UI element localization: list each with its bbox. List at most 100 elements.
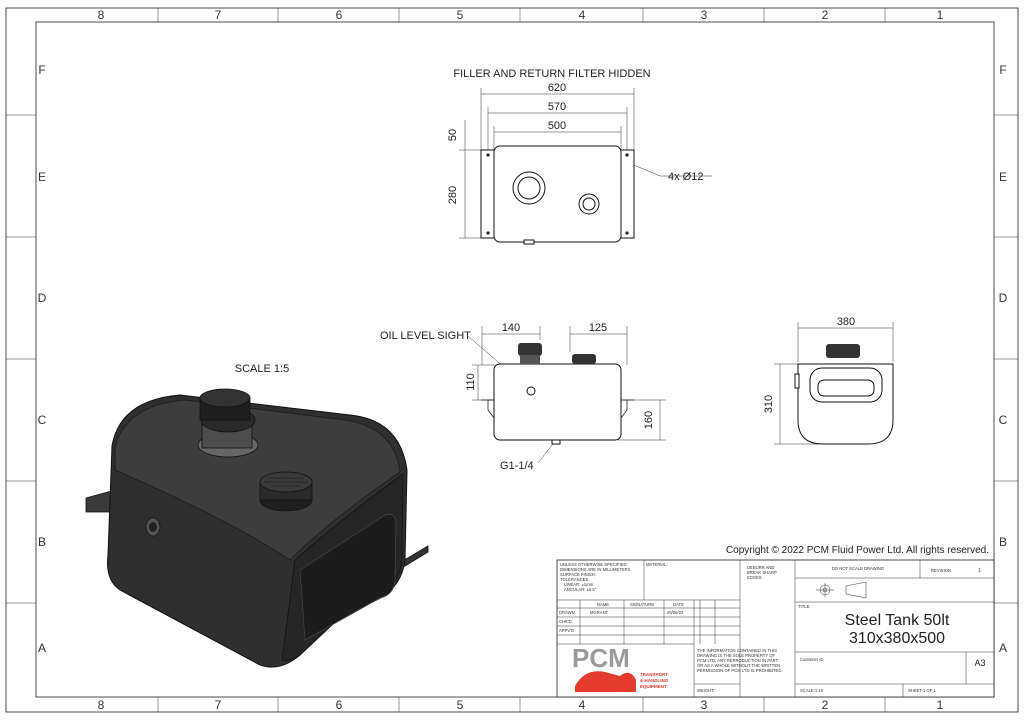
label-oil-level-sight: OIL LEVEL SIGHT	[380, 330, 471, 342]
zone-col-2: 2	[822, 8, 829, 22]
notice-line3: PCM LTD. ANY REPRODUCTION IN PART	[697, 658, 779, 663]
logo-sub3: EQUIPMENT	[640, 684, 667, 689]
zone-col-4-bottom: 4	[579, 698, 586, 712]
header-date: DATE	[673, 602, 684, 607]
zone-labels-top: 8 7 6 5 4 3 2 1	[98, 8, 944, 22]
zone-row-e: E	[38, 170, 46, 184]
zone-col-6-bottom: 6	[336, 698, 343, 712]
front-view: 140 125 110 160 OIL LEVEL SIGHT G1-1/4	[380, 322, 666, 472]
zone-col-7-bottom: 7	[215, 698, 222, 712]
dim-overall-width: 620	[548, 82, 566, 94]
iso-scale-label: SCALE 1:5	[235, 363, 289, 375]
title-label: TITLE:	[798, 604, 811, 609]
dim-body-length: 500	[548, 120, 566, 132]
scale-label: SCALE:1:10	[800, 688, 824, 693]
title-block: UNLESS OTHERWISE SPECIFIED: DIMENSIONS A…	[556, 559, 995, 698]
zone-col-4: 4	[579, 8, 586, 22]
side-filler-cap	[826, 344, 860, 358]
note-surface: SURFACE FINISH:	[560, 572, 596, 577]
dim-side-height: 310	[763, 395, 775, 413]
zone-labels-left: F E D C B A	[38, 63, 47, 655]
zone-col-3: 3	[701, 8, 708, 22]
note-angular: ANGULAR: ±0.5°	[564, 587, 597, 592]
drawing-title-line1: Steel Tank 50lt	[845, 612, 950, 629]
note-dimensions: DIMENSIONS ARE IN MILLIMETERS	[560, 567, 631, 572]
dim-side-width: 380	[837, 316, 855, 328]
logo-sub1: TRANSPORT	[640, 672, 668, 677]
logo-sub2: & HANDLING	[640, 678, 669, 683]
zone-labels-bottom: 8 7 6 5 4 3 2 1	[98, 698, 944, 712]
pcm-logo: PCM TRANSPORT & HANDLING EQUIPMENT	[572, 643, 669, 692]
deburr-line3: EDGES	[747, 575, 762, 580]
top-view: FILLER AND RETURN FILTER HIDDEN 620 570 …	[447, 68, 712, 245]
front-sight-glass	[526, 386, 536, 396]
weight-label: WEIGHT:	[697, 688, 714, 693]
zone-row-b-right: B	[999, 535, 1007, 549]
dim-hole-centers: 570	[548, 101, 566, 113]
isometric-view: SCALE 1:5	[85, 363, 429, 668]
row-approved-role: APPV'D	[559, 628, 574, 633]
zone-row-e-right: E	[999, 170, 1007, 184]
notice-line4: OR AS A WHOLE WITHOUT THE WRITTEN	[697, 663, 780, 668]
revision-label: REVISION	[931, 568, 951, 573]
zone-col-3-bottom: 3	[701, 698, 708, 712]
revision-value: 1	[978, 568, 981, 574]
dim-sight-height: 110	[465, 373, 477, 391]
zone-col-6: 6	[336, 8, 343, 22]
iso-handle-recess	[299, 513, 397, 641]
top-view-body-outline	[493, 145, 622, 243]
front-view-body-outline	[493, 363, 622, 441]
sheet-size: A3	[974, 658, 985, 668]
dim-return-position: 125	[589, 322, 607, 334]
header-name: NAME	[597, 602, 609, 607]
note-tolerances: TOLERANCES:	[560, 577, 589, 582]
row-checked-role: CHK'D	[559, 619, 572, 624]
do-not-scale: DO NOT SCALE DRAWING	[832, 566, 884, 571]
notice-line2: DRAWING IS THE SOLE PROPERTY OF	[697, 653, 775, 658]
zone-row-f: F	[38, 63, 45, 77]
zone-ticks	[6, 8, 1018, 712]
front-return-filter	[572, 354, 596, 364]
zone-row-a: A	[38, 641, 46, 655]
zone-row-c-right: C	[999, 413, 1008, 427]
front-filler-cap	[518, 343, 542, 356]
zone-col-8: 8	[98, 8, 105, 22]
material-label: MATERIAL:	[646, 562, 668, 567]
zone-col-7: 7	[215, 8, 222, 22]
note-unless: UNLESS OTHERWISE SPECIFIED:	[560, 562, 628, 567]
dim-flange: 50	[447, 129, 459, 141]
notice-line5: PERMISSION OF PCM LTD IS PROHIBITED.	[697, 668, 783, 673]
zone-col-8-bottom: 8	[98, 698, 105, 712]
dim-depth: 280	[447, 186, 459, 204]
zone-col-1: 1	[937, 8, 944, 22]
zone-col-5-bottom: 5	[457, 698, 464, 712]
hole-callout: 4x Ø12	[668, 171, 703, 183]
label-drain-port: G1-1/4	[500, 460, 534, 472]
note-linear: LINEAR: ±1mm	[564, 582, 594, 587]
logo-emblem-icon	[575, 671, 636, 692]
zone-col-1-bottom: 1	[937, 698, 944, 712]
zone-labels-right: F E D C B A	[999, 63, 1008, 655]
sheet-label: SHEET 1 OF 1	[908, 688, 937, 693]
customer-label: Customer ID	[800, 657, 824, 662]
row-drawn-name: MGRANT	[590, 610, 609, 615]
dim-drain-height: 160	[643, 411, 655, 429]
zone-row-c: C	[38, 413, 47, 427]
row-drawn-role: DRAWN	[559, 610, 575, 615]
zone-col-2-bottom: 2	[822, 698, 829, 712]
zone-row-d: D	[38, 291, 47, 305]
zone-col-5: 5	[457, 8, 464, 22]
side-view: 380 310	[763, 316, 894, 445]
notice-line1: THE INFORMATION CONTAINED IN THIS	[697, 648, 777, 653]
zone-row-b: B	[38, 535, 46, 549]
zone-row-f-right: F	[999, 63, 1006, 77]
row-drawn-date: 25/06/22	[667, 610, 684, 615]
zone-row-a-right: A	[999, 641, 1007, 655]
deburr-line1: DEBURR AND	[747, 565, 774, 570]
drawing-title-line2: 310x380x500	[849, 630, 945, 647]
dim-filler-position: 140	[502, 322, 520, 334]
header-signature: SIGNATURE	[630, 602, 654, 607]
projection-symbol-icon	[816, 581, 867, 599]
zone-row-d-right: D	[999, 291, 1008, 305]
